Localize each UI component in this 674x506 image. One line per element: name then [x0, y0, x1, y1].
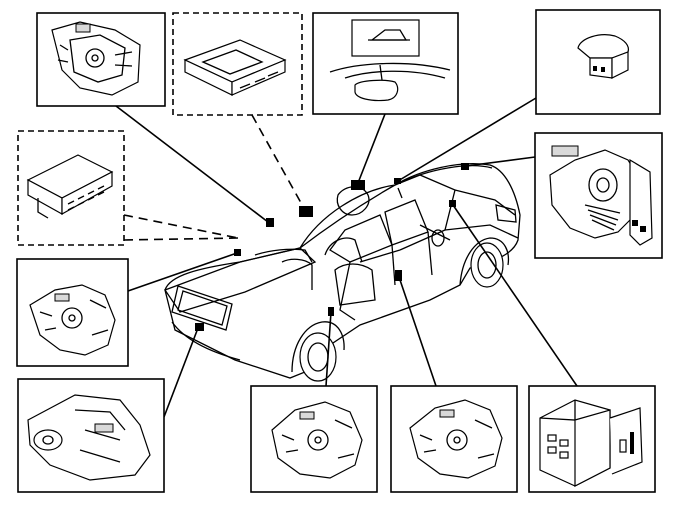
marker-hood-lock	[461, 163, 469, 170]
marker-siren	[394, 178, 401, 184]
leader-lines	[115, 97, 578, 418]
marker-door-lock-rear	[328, 307, 334, 316]
callout-front-right-door-lock	[390, 385, 518, 493]
marker-door-lock-front	[395, 270, 402, 281]
alarm-siren-icon	[577, 34, 630, 79]
location-markers	[195, 163, 469, 331]
callout-trunk-lock	[17, 378, 165, 493]
callout-rear-control-module	[17, 130, 125, 246]
callout-lock-upper-left	[36, 12, 166, 107]
callout-hood-lock	[534, 132, 663, 259]
callout-junction-relay-box	[528, 385, 656, 493]
callout-alarm-siren	[535, 9, 661, 115]
door-lock-actuator-icon	[51, 21, 141, 96]
door-lock-icon	[29, 284, 116, 356]
car-illustration	[163, 163, 521, 382]
trunk-latch-icon	[27, 394, 151, 481]
marker-rear-module	[234, 249, 241, 256]
rearview-mirror-icon	[329, 19, 451, 102]
callout-front-left-door-lock	[16, 258, 129, 367]
hood-lock-mechanism-icon	[549, 145, 653, 246]
callout-central-control-module	[172, 12, 303, 116]
door-lock-icon-3	[409, 399, 503, 479]
callout-rearview-mirror	[312, 12, 459, 115]
marker-junction-box	[449, 200, 456, 207]
door-lock-icon-2	[271, 401, 363, 479]
relay-box-icon	[539, 399, 643, 487]
marker-central-module	[299, 206, 313, 217]
electronic-module-icon	[26, 154, 114, 219]
marker-tailgate-lock	[266, 218, 274, 227]
marker-trunk-lock	[195, 323, 204, 331]
marker-mirror-sensor	[351, 180, 365, 190]
control-module-icon	[183, 39, 287, 96]
callout-rear-door-lock	[250, 385, 378, 493]
